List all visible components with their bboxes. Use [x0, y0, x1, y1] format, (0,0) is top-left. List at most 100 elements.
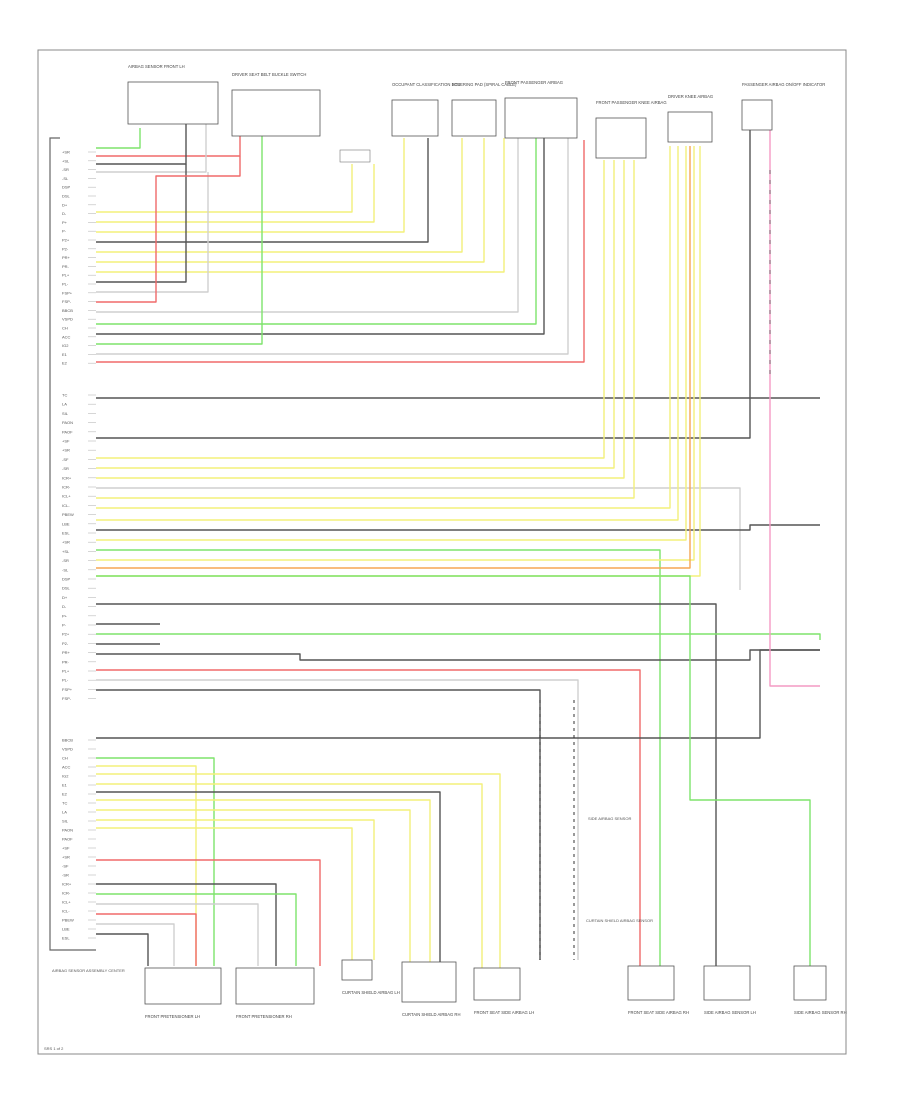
- ecu-pin-label: SIL: [62, 411, 69, 416]
- top-component-box: [741, 99, 773, 131]
- ecu-pin-label: PAON: [62, 828, 73, 833]
- bottom-component-box: [473, 967, 521, 1001]
- wire-yel: [96, 819, 375, 960]
- bottom-component-label: CURTAIN SHIELD AIRBAG RH: [402, 1012, 460, 1017]
- wire-grn: [96, 128, 141, 149]
- bottom-component-box: [341, 959, 373, 981]
- wire-yel: [96, 164, 375, 223]
- wire-wht: [96, 903, 259, 966]
- ecu-pin-label: ACC: [62, 765, 71, 770]
- ecu-pin-label: TC: [62, 801, 67, 806]
- ecu-pin-label: ESL: [62, 531, 70, 536]
- ecu-pin-label: PR-: [62, 264, 70, 269]
- top-component-label: OCCUPANT CLASSIFICATION ECU: [392, 82, 460, 87]
- ecu-pin-label: PAOF: [62, 837, 73, 842]
- bottom-component-box: [401, 961, 457, 1003]
- top-component-box: [667, 111, 713, 143]
- ecu-pin-label: ICR+: [62, 475, 72, 480]
- ecu-pin-label: BBCB: [62, 308, 73, 313]
- connector-stub: [339, 149, 371, 163]
- top-component-box: [451, 99, 497, 137]
- ecu-pin-label: ESL: [62, 936, 70, 941]
- wire-wht: [96, 122, 207, 173]
- ecu-pin-label: PR+: [62, 255, 71, 260]
- ecu-pin-label: CH: [62, 326, 68, 331]
- page-ref: SRS 1 of 2: [44, 1046, 64, 1051]
- ecu-pin-label: IG2: [62, 343, 69, 348]
- ecu-pin-label: VSPD: [62, 747, 73, 752]
- ecu-pin-label: DSP: [62, 185, 71, 190]
- ecu-pin-label: D-: [62, 211, 67, 216]
- ecu-pin-label: TC: [62, 393, 67, 398]
- curtain-airbag-note: CURTAIN SHIELD AIRBAG SENSOR: [586, 918, 653, 923]
- ecu-pin-label: +SF: [62, 439, 70, 444]
- wire-blk: [96, 933, 149, 966]
- wire-blk: [96, 138, 429, 243]
- ecu-pin-label: PAON: [62, 420, 73, 425]
- wire-yel: [96, 146, 679, 521]
- wire-grn: [96, 893, 297, 966]
- wire-wht: [96, 172, 209, 293]
- wire-blk: [96, 883, 277, 966]
- ecu-pin-label: P2-: [62, 246, 69, 251]
- wire-blk: [96, 791, 441, 962]
- wire-red: [96, 669, 641, 966]
- ecu-pin-label: +SR: [62, 540, 70, 545]
- ecu-pin-label: PAOF: [62, 429, 73, 434]
- ecu-pin-label: P+: [62, 613, 68, 618]
- ecu-pin-label: E1: [62, 352, 68, 357]
- ecu-pin-label: D-: [62, 604, 67, 609]
- wire-yel: [96, 160, 605, 459]
- wire-red: [96, 156, 241, 303]
- ecu-pin-label: P2-: [62, 641, 69, 646]
- wire-yel: [96, 146, 671, 509]
- ecu-pin-label: +SL: [62, 549, 70, 554]
- ecu-pin-label: LA: [62, 402, 67, 407]
- bottom-component-box: [627, 965, 675, 1001]
- top-component-label: STEERING PAD (SPIRAL CABLE): [452, 82, 517, 87]
- ecu-pin-label: -SF: [62, 864, 69, 869]
- wire-blk: [96, 524, 820, 531]
- top-component-box: [231, 89, 321, 137]
- bottom-component-box: [793, 965, 827, 1001]
- ecu-pin-label: FSP+: [62, 687, 73, 692]
- ecu-pin-label: IG2: [62, 774, 69, 779]
- wire-wht: [96, 487, 741, 590]
- ecu-pin-label: PBEW: [62, 918, 74, 923]
- ecu-pin-label: ICR+: [62, 882, 72, 887]
- wire-yel: [96, 827, 353, 960]
- ecu-pin-label: FSP-: [62, 696, 72, 701]
- ecu-label: AIRBAG SENSOR ASSEMBLY CENTER: [52, 968, 125, 973]
- ecu-pin-label: -SR: [62, 167, 69, 172]
- wire-grn: [96, 633, 821, 640]
- ecu-pin-label: -SL: [62, 176, 69, 181]
- ecu-pin-label: ICL+: [62, 494, 71, 499]
- ecu-pin-label: ICL+: [62, 900, 71, 905]
- ecu-pin-label: E1: [62, 783, 68, 788]
- bottom-component-box: [144, 967, 222, 1005]
- ecu-pin-label: P+: [62, 220, 68, 225]
- ecu-pin-label: PL+: [62, 273, 70, 278]
- ecu-pin-label: P-: [62, 623, 67, 628]
- wires-layer: [49, 122, 821, 968]
- wire-yel: [96, 146, 687, 541]
- wire-wht: [96, 923, 175, 966]
- bottom-component-label: FRONT SEAT SIDE AIRBAG LH: [474, 1010, 534, 1015]
- bottom-component-label: FRONT PRETENSIONER RH: [236, 1014, 292, 1019]
- top-component-box: [504, 97, 578, 139]
- wire-yel: [96, 783, 483, 968]
- ecu-pin-label: D+: [62, 595, 68, 600]
- wire-yel: [96, 138, 405, 233]
- ecu-pin-label: -SL: [62, 567, 69, 572]
- wire-blk: [96, 603, 717, 966]
- ecu-pin-label: -SR: [62, 873, 69, 878]
- wire-yel: [96, 773, 501, 968]
- ecu-pin-label: +SR: [62, 448, 70, 453]
- wire-yel: [96, 146, 695, 561]
- ecu-pin-label: ICL-: [62, 503, 70, 508]
- wire-yel: [96, 160, 615, 469]
- ecu-pin-label: +SR: [62, 855, 70, 860]
- ecu-outline: [49, 137, 96, 951]
- ecu-pin-label: BBCB: [62, 738, 73, 743]
